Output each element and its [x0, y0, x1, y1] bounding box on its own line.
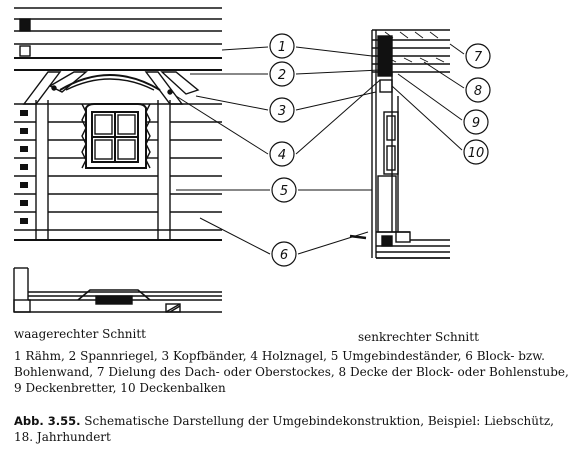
figure-caption: Abb. 3.55. Schematische Darstellung der …: [14, 413, 570, 445]
callout-7-label: 7: [474, 50, 483, 65]
elevation-view: [14, 7, 222, 241]
callout-5-label: 5: [280, 184, 288, 199]
callout-2-label: 2: [278, 68, 286, 83]
plan-view: [13, 267, 222, 313]
horizontal-section-label: waagerechter Schnitt: [14, 327, 147, 341]
section-view: [349, 29, 450, 259]
figure-number: Abb. 3.55.: [14, 414, 81, 428]
callout-6-label: 6: [280, 248, 288, 263]
leader-lines: [175, 43, 465, 255]
callout-1-label: 1: [278, 40, 286, 55]
callout-1: 1: [269, 33, 295, 59]
caption-text: Schematische Darstellung der Umgebindeko…: [14, 414, 554, 444]
legend-text: 1 Rähm, 2 Spannriegel, 3 Kopfbänder, 4 H…: [14, 349, 569, 395]
umgebinde-drawing: 1 2 3 4 5 6 7 8: [13, 7, 491, 313]
callout-5: 5: [271, 177, 297, 203]
vertical-section-label: senkrechter Schnitt: [358, 330, 479, 344]
callout-4: 4: [269, 141, 295, 167]
callout-7: 7: [465, 43, 491, 69]
callout-9: 9: [463, 109, 489, 135]
callout-3: 3: [269, 97, 295, 123]
callout-2: 2: [269, 61, 295, 87]
callout-3-label: 3: [278, 104, 286, 119]
callout-6: 6: [271, 241, 297, 267]
callout-9-label: 9: [472, 116, 480, 131]
callout-10: 10: [463, 139, 489, 165]
callout-4-label: 4: [278, 148, 286, 163]
callout-10-label: 10: [468, 146, 485, 161]
callout-8-label: 8: [474, 84, 482, 99]
callout-8: 8: [465, 77, 491, 103]
